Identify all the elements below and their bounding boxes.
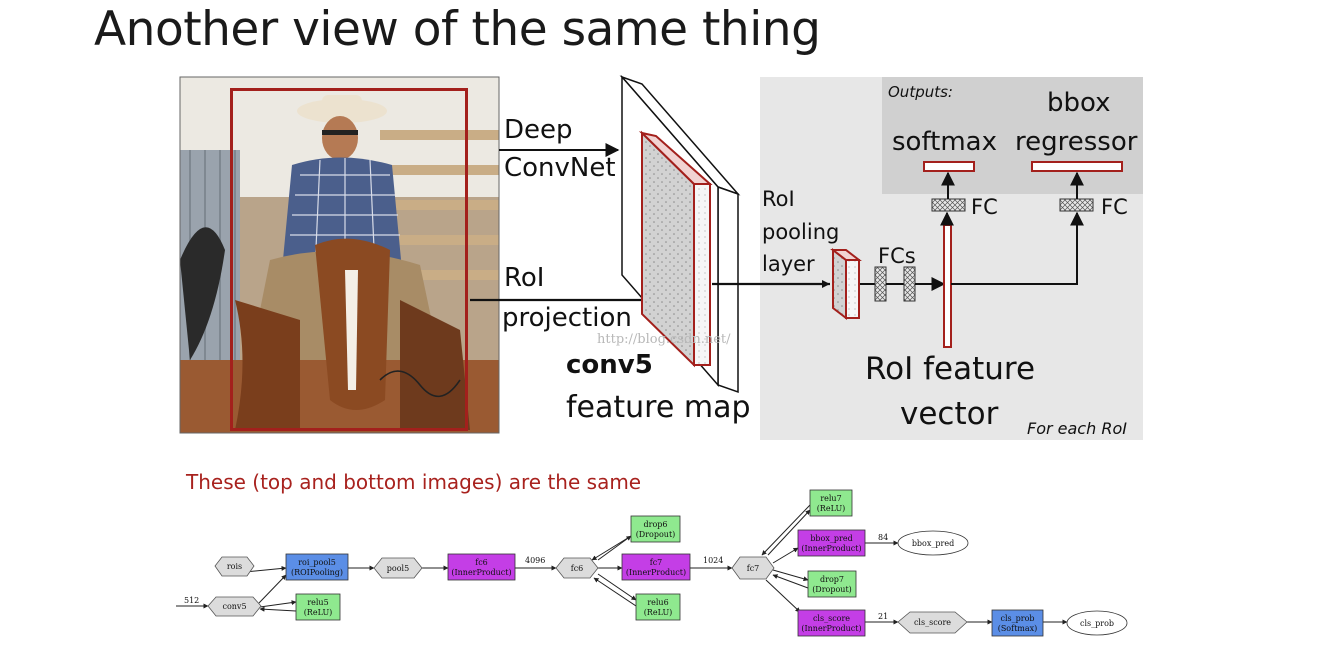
node-relu7-type: (ReLU) — [817, 504, 846, 513]
node-fc6 — [447, 553, 516, 581]
fc-layer-1 — [874, 266, 887, 302]
roi-pool-block — [830, 247, 862, 321]
node-drop6-label: drop6 — [644, 520, 668, 529]
roi-label: RoI — [504, 263, 544, 293]
edge-label-4096: 4096 — [525, 556, 545, 565]
roi-pool-label-3: layer — [762, 252, 815, 276]
outputs-panel — [882, 77, 1143, 194]
convnet-label: ConvNet — [504, 153, 616, 183]
same-note: These (top and bottom images) are the sa… — [186, 470, 642, 494]
node-drop6 — [630, 515, 681, 543]
watermark: http://blog.csdn.net/ — [597, 332, 731, 347]
softmax-output-vector — [923, 161, 975, 172]
bbox-output-vector — [1031, 161, 1123, 172]
node-roi-pool5-type: (ROIPooling) — [291, 568, 343, 577]
node-bbox-pred-blob-label: bbox_pred — [912, 539, 954, 548]
roi-pool-label-1: RoI — [762, 187, 795, 211]
node-roi-pool5-label: roi_pool5 — [298, 558, 336, 567]
node-relu5-label: relu5 — [307, 598, 328, 607]
node-bbox-pred — [797, 529, 866, 557]
node-fc7-blob — [731, 556, 775, 580]
node-bbox-pred-type: (InnerProduct) — [801, 544, 861, 553]
edge-label-21: 21 — [878, 612, 888, 621]
node-drop7-type: (Dropout) — [812, 585, 852, 594]
node-drop7-label: drop7 — [820, 575, 844, 584]
node-pool5 — [373, 557, 423, 579]
node-cls-score — [797, 609, 866, 637]
fc-layer-2 — [903, 266, 916, 302]
node-fc7-blob-label: fc7 — [747, 564, 760, 573]
fc-bbox — [1059, 198, 1094, 212]
node-drop6-type: (Dropout) — [636, 530, 676, 539]
node-cls-score-blob-label: cls_score — [914, 618, 951, 627]
regressor-label: regressor — [1015, 127, 1138, 157]
edge-label-1024: 1024 — [703, 556, 723, 565]
node-cls-score-label: cls_score — [813, 614, 850, 623]
node-relu6-type: (ReLU) — [644, 608, 673, 617]
conv5-feature-map — [619, 75, 741, 394]
node-cls-prob-blob-label: cls_prob — [1080, 619, 1114, 628]
softmax-label: softmax — [892, 127, 997, 157]
caffe-graph: 512 4096 1024 84 21 rois conv5 roi_poo — [176, 489, 1128, 637]
node-cls-prob-blob — [1066, 610, 1128, 636]
node-cls-score-type: (InnerProduct) — [801, 624, 861, 633]
node-fc7-label: fc7 — [650, 558, 663, 567]
node-fc7-type: (InnerProduct) — [626, 568, 686, 577]
node-rois-label: rois — [227, 562, 242, 571]
vector-label: vector — [900, 396, 999, 432]
fc-left-label: FC — [971, 195, 998, 219]
node-pool5-label: pool5 — [387, 564, 409, 573]
bbox-label: bbox — [1047, 88, 1111, 118]
deep-label: Deep — [504, 115, 573, 145]
node-relu5 — [295, 593, 341, 621]
slide-title: Another view of the same thing — [94, 2, 821, 57]
node-relu7 — [809, 489, 853, 517]
node-conv5-label: conv5 — [222, 602, 246, 611]
roi-feature-vector — [943, 224, 952, 348]
node-bbox-pred-blob — [897, 530, 969, 556]
edge-label-512: 512 — [184, 596, 199, 605]
node-conv5 — [207, 596, 262, 617]
node-roi-pool5 — [285, 553, 349, 581]
node-relu6 — [635, 593, 681, 621]
node-fc6-blob — [555, 557, 599, 579]
node-rois — [214, 556, 255, 577]
fc-right-label: FC — [1101, 195, 1128, 219]
node-fc6-type: (InnerProduct) — [451, 568, 511, 577]
node-fc7 — [621, 553, 691, 581]
node-bbox-pred-label: bbox_pred — [810, 534, 852, 543]
node-cls-prob-label: cls_prob — [1000, 614, 1034, 623]
node-relu6-label: relu6 — [647, 598, 668, 607]
node-fc6-label: fc6 — [475, 558, 488, 567]
node-cls-prob — [991, 609, 1044, 637]
node-drop7 — [807, 570, 857, 598]
node-relu5-type: (ReLU) — [304, 608, 333, 617]
projection-label: projection — [502, 303, 632, 333]
node-fc6-blob-label: fc6 — [571, 564, 584, 573]
conv5-label: conv5 — [566, 350, 653, 380]
fcs-label: FCs — [878, 244, 916, 268]
feature-map-label: feature map — [566, 390, 751, 425]
outputs-label: Outputs: — [888, 83, 953, 101]
node-cls-prob-type: (Softmax) — [998, 624, 1038, 633]
input-image — [179, 76, 500, 434]
edge-label-84: 84 — [878, 533, 888, 542]
for-each-roi-label: For each RoI — [1027, 419, 1127, 438]
node-relu7-label: relu7 — [820, 494, 841, 503]
roi-feature-label: RoI feature — [865, 351, 1035, 387]
roi-pool-label-2: pooling — [762, 220, 839, 244]
fc-softmax — [931, 198, 966, 212]
node-cls-score-blob — [897, 611, 968, 634]
